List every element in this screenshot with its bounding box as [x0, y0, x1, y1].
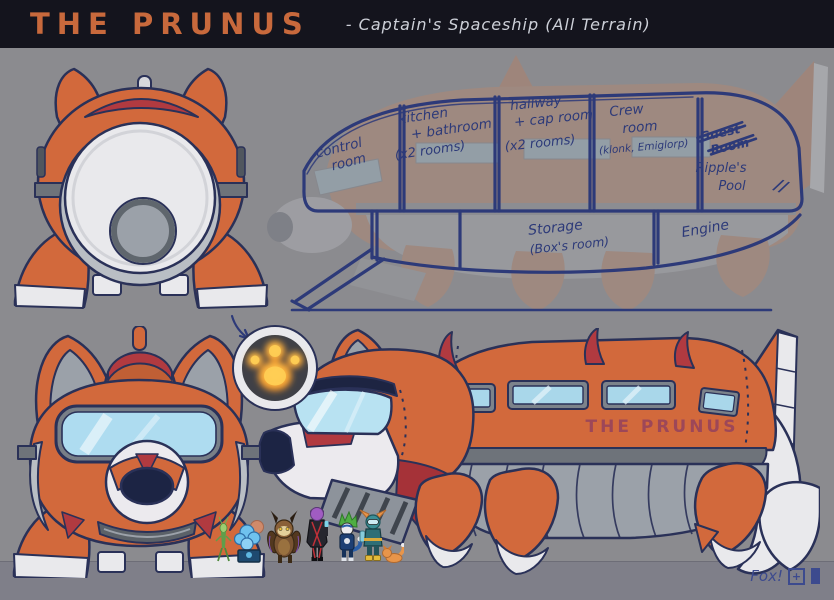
svg-text:Ripple's: Ripple's [695, 161, 746, 176]
scale-character-crystal [233, 520, 264, 563]
page-title: THE PRUNUS [30, 7, 310, 41]
paw-print-logo [230, 314, 318, 411]
arrow-to-logo-icon [230, 314, 251, 341]
side-view-illustration: THE PRUNUS [257, 328, 820, 575]
scale-character-diver [359, 509, 387, 561]
header-bar: THE PRUNUS - Captain's Spaceship (All Te… [0, 0, 834, 48]
back-view-illustration [13, 67, 269, 310]
interior-diagram: control room kitchen + bathroom (x2 room… [267, 55, 828, 312]
paw-core [250, 345, 300, 386]
room-label-control: control room [314, 135, 368, 175]
svg-text:room: room [622, 118, 658, 137]
chin-vent [97, 521, 197, 544]
scale-character-captain [306, 507, 329, 561]
scale-character-mantis [215, 516, 232, 562]
strikethrough-scribble [696, 120, 758, 156]
hull-name-text: THE PRUNUS [586, 417, 739, 437]
plus-box-icon: + [788, 567, 805, 585]
room-label-ripples-pool: Ripple's Pool [695, 161, 746, 194]
page-subtitle: - Captain's Spaceship (All Terrain) [345, 14, 651, 34]
filled-box-icon [811, 568, 820, 584]
paw-glow [247, 341, 303, 391]
artist-signature: Fox! + [750, 567, 820, 585]
room-label-hallway: hallway + cap room (x2 rooms) [504, 93, 594, 155]
scale-character-owl [267, 510, 301, 563]
ground-strip [0, 561, 834, 600]
svg-text:Storage: Storage [527, 217, 583, 239]
svg-text:Crew: Crew [609, 101, 646, 120]
front-view-illustration [12, 326, 266, 578]
scale-characters [215, 507, 404, 563]
nose [119, 466, 175, 506]
svg-text:Pool: Pool [718, 179, 746, 194]
svg-text:kitchen: kitchen [398, 105, 449, 128]
sketch-ink-lines [290, 91, 804, 312]
paws [414, 461, 768, 575]
signature-text: Fox! [750, 567, 783, 585]
scale-character-kid [338, 510, 363, 561]
room-labels: control room kitchen + bathroom (x2 room… [314, 93, 791, 257]
svg-text:(x2 rooms): (x2 rooms) [504, 132, 576, 154]
scale-character-fox [382, 543, 404, 563]
svg-text:hallway: hallway [509, 93, 563, 114]
side-head [257, 328, 475, 546]
